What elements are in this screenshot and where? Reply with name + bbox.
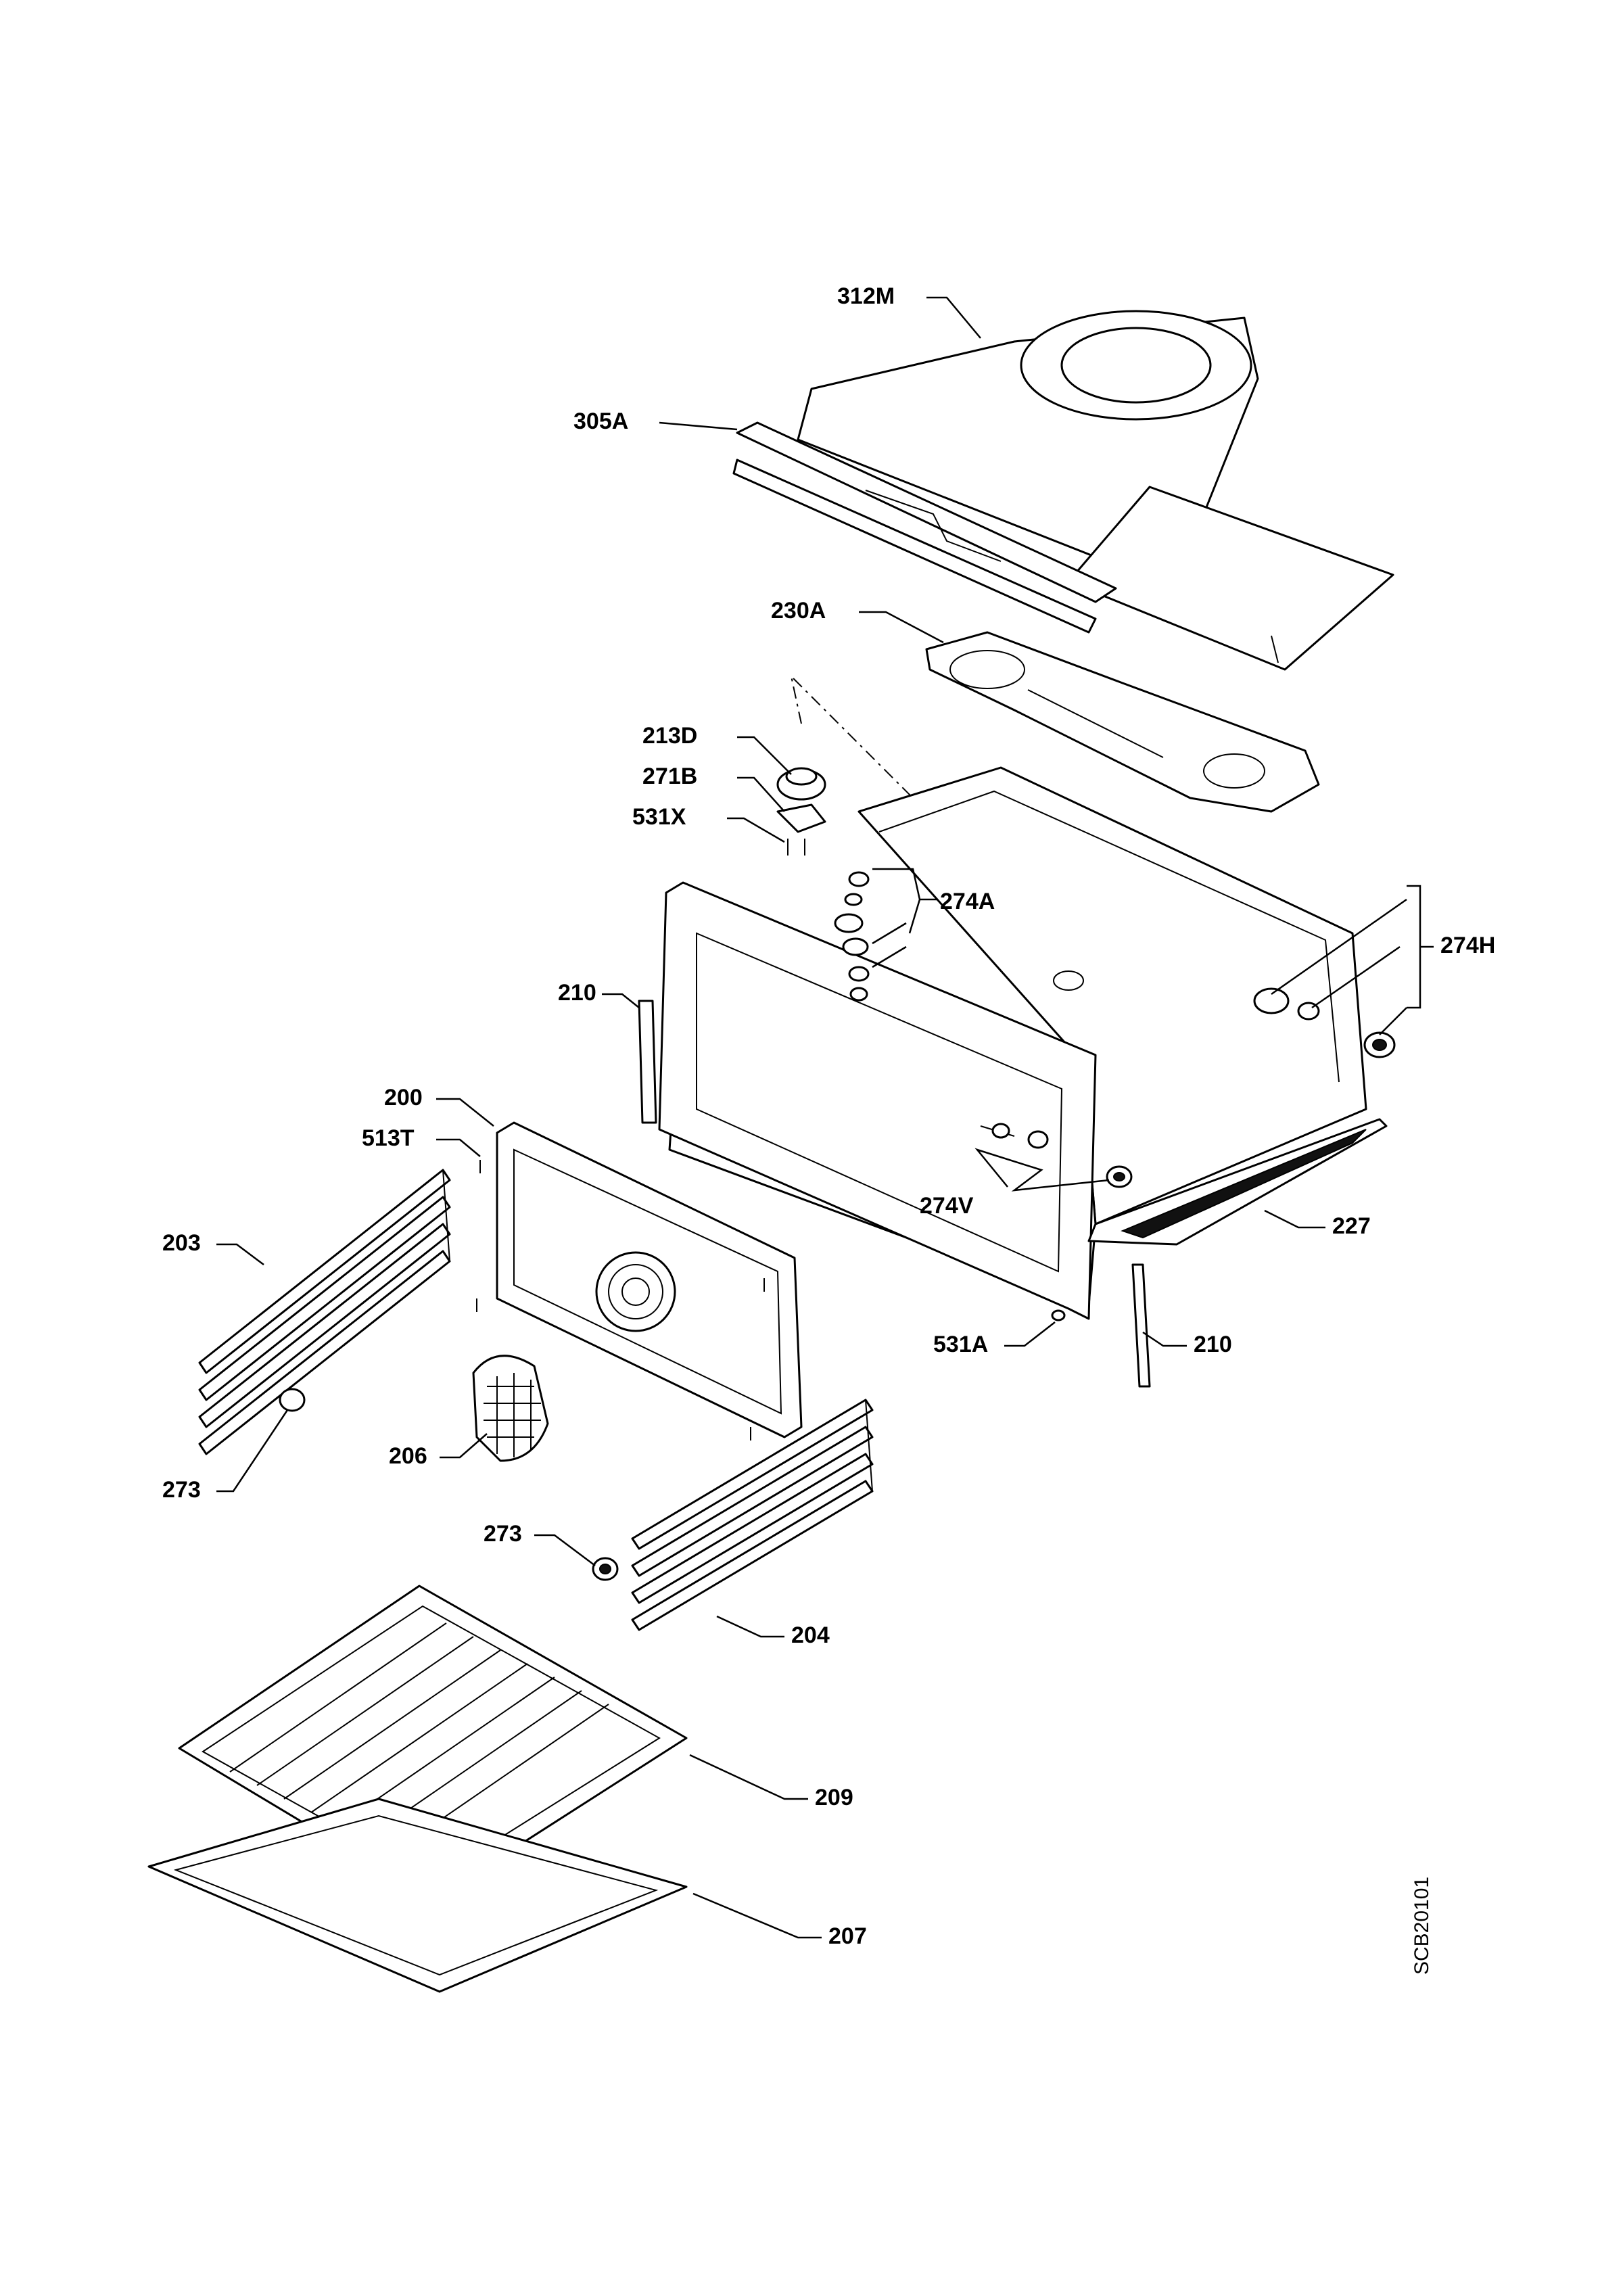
label-513T: 513T [362, 1125, 415, 1151]
part-271B-lamp-seal[interactable] [776, 803, 826, 833]
label-271B: 271B [642, 764, 697, 789]
label-203: 203 [162, 1230, 201, 1256]
part-274A-fixings[interactable] [834, 871, 870, 1002]
label-531A: 531A [933, 1332, 988, 1357]
label-531X: 531X [632, 804, 686, 830]
label-200: 200 [384, 1085, 423, 1110]
label-273-right: 273 [484, 1521, 522, 1547]
leader-lines [216, 296, 1434, 1939]
part-210-left-guide[interactable] [638, 1000, 657, 1124]
label-206: 206 [389, 1443, 427, 1469]
label-210-right: 210 [1194, 1332, 1232, 1357]
label-213D: 213D [642, 723, 697, 749]
part-227-vent-strip[interactable] [1087, 1118, 1388, 1246]
part-206-fan-guard[interactable] [472, 1355, 549, 1462]
label-274V: 274V [920, 1193, 974, 1219]
label-204: 204 [791, 1622, 830, 1648]
part-305A-deflector[interactable] [732, 421, 1117, 634]
part-207-drip-tray[interactable] [147, 1798, 688, 1993]
part-210-right-guide[interactable] [1131, 1263, 1151, 1388]
drawing-reference: SCB20101 [1411, 1877, 1433, 1975]
part-230A-gasket[interactable] [925, 631, 1320, 813]
part-274V-fixings[interactable] [980, 1123, 1133, 1188]
part-204-right-shelf-support[interactable] [631, 1399, 874, 1631]
part-273-right-knob[interactable] [592, 1557, 619, 1581]
part-front-frame[interactable] [658, 881, 1097, 1320]
label-274H: 274H [1440, 933, 1495, 958]
part-531X-screws[interactable] [787, 839, 805, 856]
label-207: 207 [828, 1923, 867, 1949]
label-209: 209 [815, 1785, 853, 1810]
part-274H-fixings[interactable] [1253, 987, 1396, 1058]
part-513T-screws[interactable] [476, 1160, 765, 1440]
part-312M-fan-cover[interactable] [797, 310, 1394, 671]
label-305A: 305A [573, 408, 628, 434]
label-210-left: 210 [558, 980, 596, 1006]
label-273-left: 273 [162, 1477, 201, 1503]
part-203-left-shelf-support[interactable] [198, 1169, 451, 1455]
label-230A: 230A [771, 598, 826, 624]
part-273-left-knob[interactable] [279, 1388, 306, 1412]
part-213D-lamp[interactable] [776, 767, 826, 801]
label-274A: 274A [940, 889, 995, 914]
label-227: 227 [1332, 1213, 1371, 1239]
label-312M: 312M [837, 283, 895, 309]
part-531A-screw[interactable] [1051, 1309, 1066, 1321]
part-200-rear-panel[interactable] [496, 1121, 803, 1438]
